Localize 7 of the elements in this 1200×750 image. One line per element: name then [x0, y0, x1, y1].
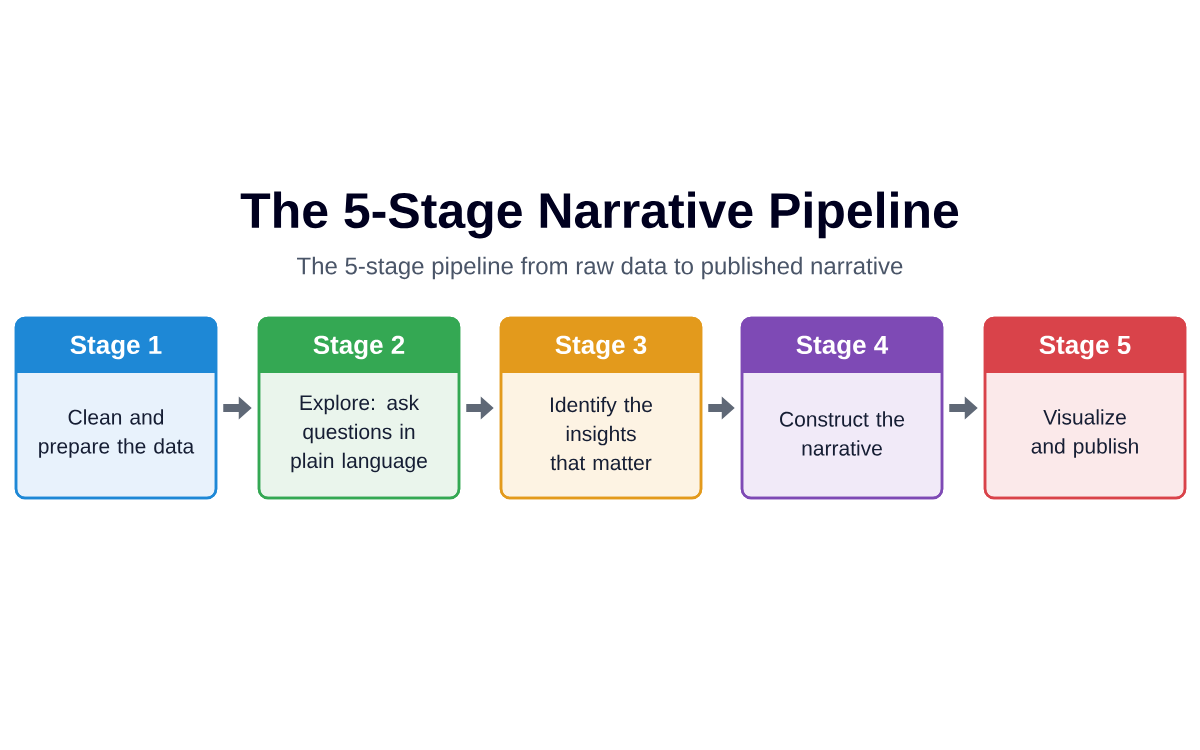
title: The 5-Stage Narrative Pipeline [240, 191, 959, 239]
stage-card: Stage 3 Identify the insights that matter [499, 316, 703, 500]
subtitle: The 5-stage pipeline from raw data to published narrative [297, 256, 903, 280]
stage-card: Stage 5 Visualize and publish [983, 316, 1187, 500]
stage-card: Stage 4 Construct the narrative [740, 316, 944, 500]
stage-card: Stage 2 Explore: ask questions in plain language [257, 316, 461, 500]
stage-card: Stage 1 Clean and prepare the data [14, 316, 218, 500]
